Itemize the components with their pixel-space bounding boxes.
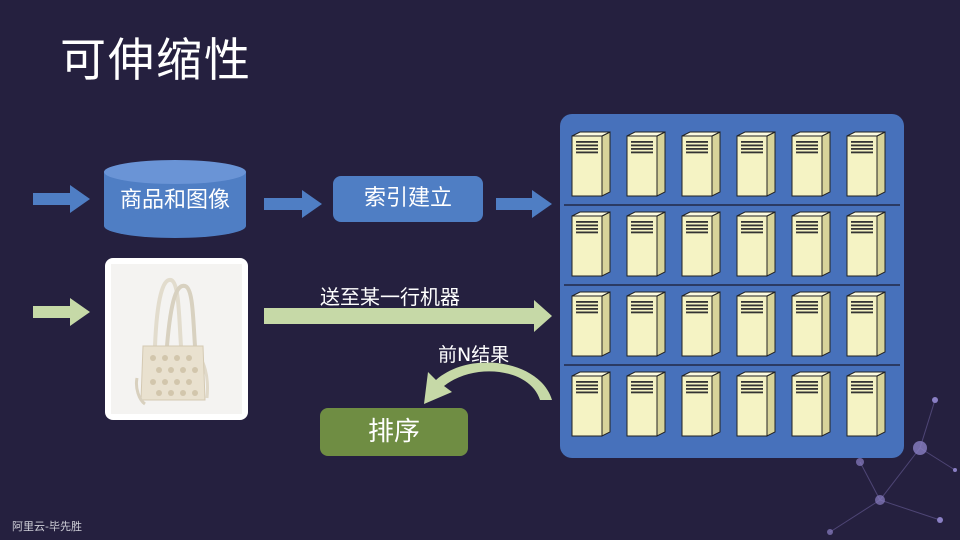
server-grid [564, 131, 900, 437]
server-icon [571, 291, 611, 357]
index-build-node: 索引建立 [333, 176, 483, 222]
products-images-label: 商品和图像 [119, 188, 230, 213]
query-image-card [105, 258, 248, 420]
server-icon [846, 371, 886, 437]
top-n-results-label: 前N结果 [438, 344, 510, 366]
server-icon [791, 131, 831, 197]
products-images-node: 商品和图像 [104, 160, 246, 238]
server-icon [681, 211, 721, 277]
server-icon [736, 371, 776, 437]
arrow-index-to-cluster [496, 190, 552, 218]
server-icon [681, 131, 721, 197]
server-icon [681, 371, 721, 437]
handbag-photo [111, 264, 242, 414]
server-icon [626, 131, 666, 197]
server-cluster [560, 114, 904, 458]
server-icon [626, 211, 666, 277]
server-icon [736, 291, 776, 357]
server-icon [571, 131, 611, 197]
server-icon [736, 211, 776, 277]
server-icon [571, 211, 611, 277]
server-icon [571, 371, 611, 437]
server-icon [791, 371, 831, 437]
server-icon [736, 131, 776, 197]
arrow-results-return [424, 362, 552, 404]
database-cylinder-icon [104, 160, 246, 238]
server-icon [791, 211, 831, 277]
slide-title: 可伸缩性 [60, 33, 252, 87]
watermark: 阿里云-毕先胜 [12, 520, 82, 533]
arrow-photo-to-cluster [264, 300, 552, 332]
server-icon [681, 291, 721, 357]
server-icon [846, 211, 886, 277]
server-icon [791, 291, 831, 357]
send-to-row-label: 送至某一行机器 [320, 285, 460, 309]
sort-node: 排序 [320, 408, 468, 456]
server-icon [846, 131, 886, 197]
server-icon [626, 291, 666, 357]
arrow-into-photo [33, 298, 90, 326]
server-icon [626, 371, 666, 437]
arrow-products-to-index [264, 190, 322, 218]
arrow-into-products [33, 185, 90, 213]
server-icon [846, 291, 886, 357]
